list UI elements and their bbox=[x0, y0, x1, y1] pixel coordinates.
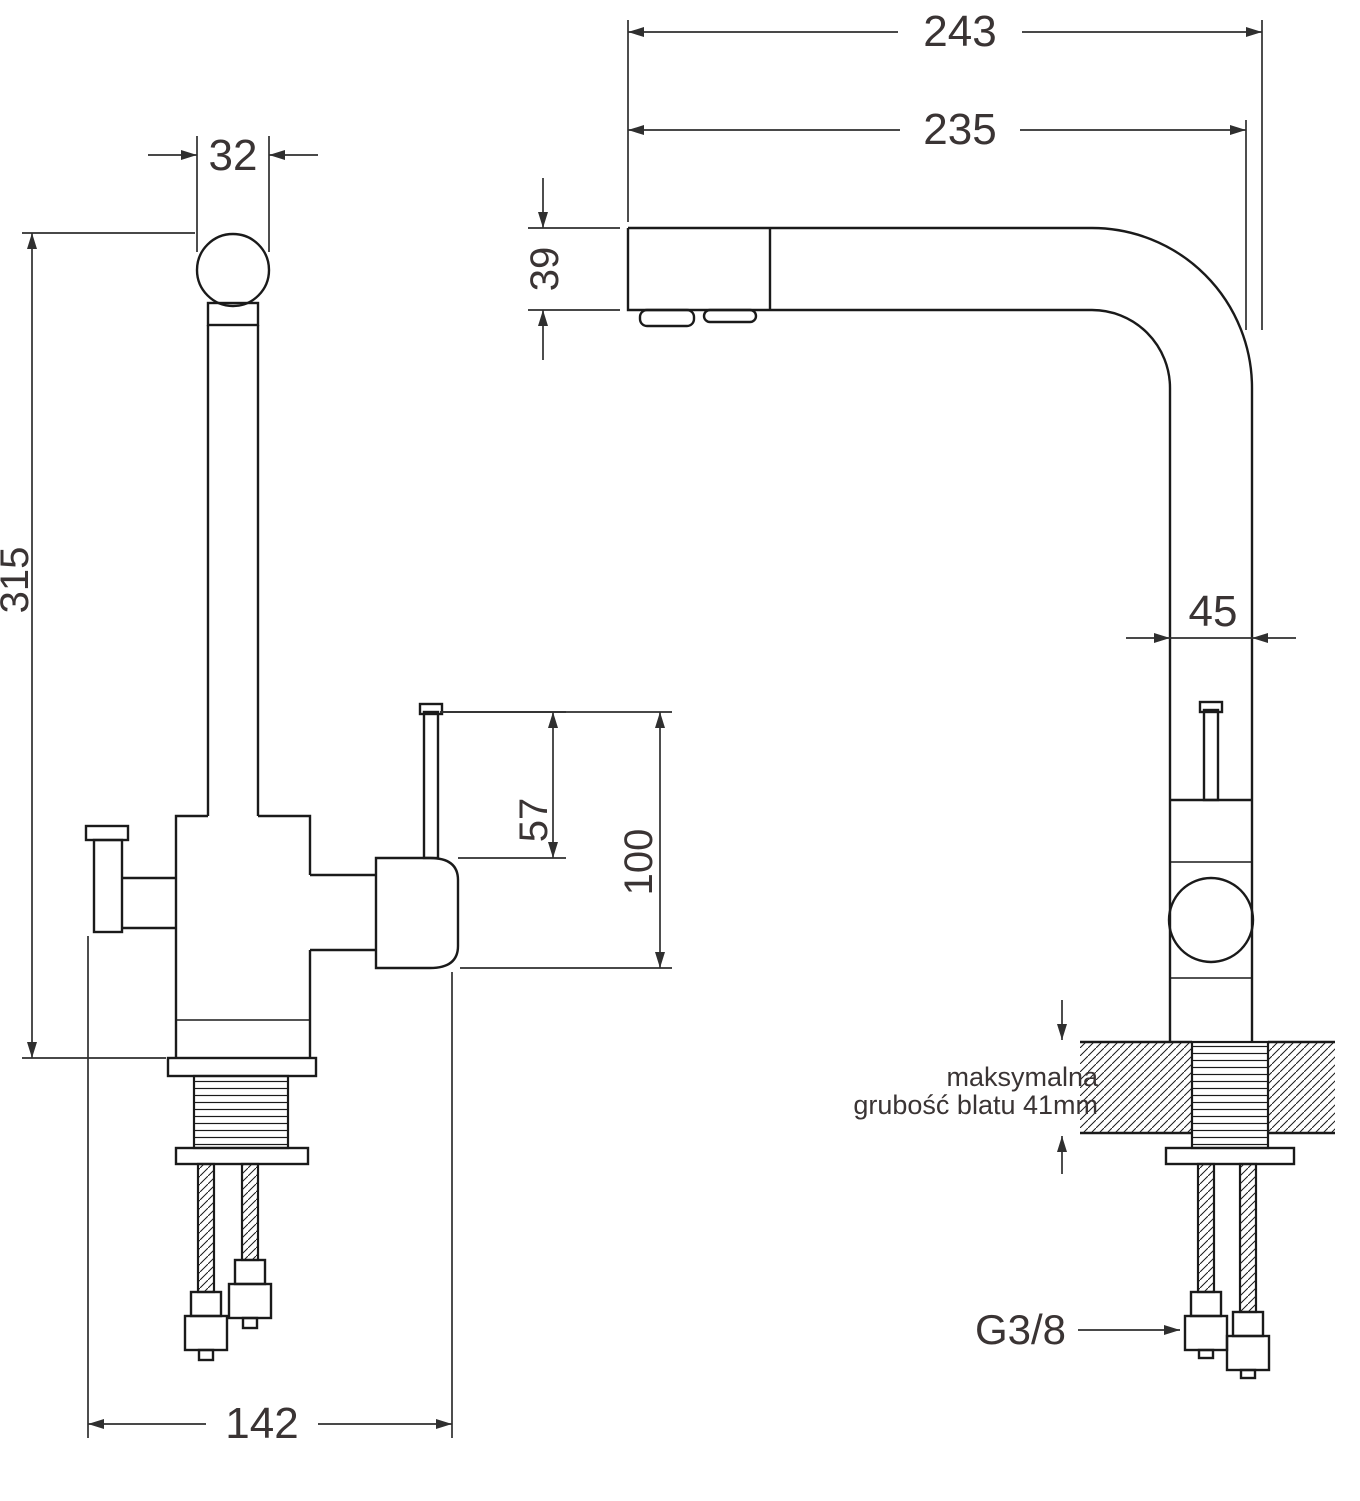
counter-note-line1: maksymalna bbox=[946, 1062, 1099, 1092]
extension-lines-243 bbox=[627, 20, 1263, 330]
aerator-block bbox=[206, 301, 260, 327]
hose-fitting-right bbox=[233, 1258, 267, 1286]
dim-label-body-height: 100 bbox=[617, 829, 661, 896]
dimension-column-width: 45 bbox=[1126, 587, 1296, 643]
hose-nut-left bbox=[183, 1314, 229, 1352]
threaded-shank bbox=[192, 1074, 290, 1150]
hose-fitting-b bbox=[1231, 1310, 1265, 1338]
hose-nipple-left bbox=[197, 1348, 215, 1362]
supply-hose-a bbox=[1196, 1162, 1216, 1294]
dimension-overall-height: 315 bbox=[0, 232, 195, 1059]
hose-nipple-a bbox=[1197, 1348, 1215, 1360]
mounting-flange bbox=[166, 1056, 318, 1078]
countertop-edges-left bbox=[1080, 1040, 1192, 1135]
dim-label-overall-reach: 243 bbox=[923, 7, 996, 56]
handle-pivot-circle bbox=[1167, 876, 1255, 964]
aerator-front bbox=[638, 308, 696, 328]
side-view-faucet bbox=[626, 226, 1335, 1380]
mixer-lever-rod-cap bbox=[418, 702, 444, 716]
supply-hose-left bbox=[196, 1162, 216, 1294]
threaded-shank-side bbox=[1190, 1040, 1270, 1150]
dimension-overall-reach: 243 bbox=[627, 7, 1263, 330]
supply-hose-b bbox=[1238, 1162, 1258, 1314]
hose-nipple-b bbox=[1239, 1368, 1257, 1380]
filter-lever-cap bbox=[84, 824, 130, 842]
countertop-edges-right bbox=[1268, 1040, 1335, 1135]
faucet-body bbox=[174, 814, 312, 1058]
filter-lever-arm bbox=[122, 876, 176, 930]
shank-nut bbox=[174, 1146, 310, 1166]
aerator-rear bbox=[702, 308, 758, 324]
hose-nut-b bbox=[1225, 1334, 1271, 1372]
dimension-body-height: 100 bbox=[440, 711, 672, 969]
hose-fitting-left bbox=[189, 1290, 223, 1318]
dim-label-column-width: 45 bbox=[1189, 587, 1238, 636]
hose-nut-right bbox=[227, 1282, 273, 1320]
mixer-lever-rod bbox=[422, 710, 440, 860]
hose-fitting-a bbox=[1189, 1290, 1223, 1318]
front-view-faucet bbox=[84, 232, 460, 1362]
counter-note-line2: grubość blatu 41mm bbox=[853, 1090, 1098, 1120]
spout-head-circle bbox=[195, 232, 271, 308]
countertop-hatch-left bbox=[1080, 1042, 1192, 1133]
shank-washer-side bbox=[1164, 1146, 1296, 1166]
extension-lines-100 bbox=[440, 711, 672, 969]
hose-nut-a bbox=[1183, 1314, 1229, 1352]
dim-label-overall-height: 315 bbox=[0, 547, 37, 614]
dim-label-lever-height: 57 bbox=[512, 798, 556, 843]
spout-outer-contour bbox=[628, 226, 1254, 1042]
dim-label-base-width: 142 bbox=[225, 1399, 298, 1448]
supply-hose-right bbox=[240, 1162, 260, 1262]
extension-lines-315 bbox=[22, 232, 195, 1059]
thread-callout: G3/8 bbox=[975, 1306, 1180, 1353]
countertop-section bbox=[1080, 1040, 1335, 1135]
riser-pipe bbox=[206, 325, 260, 816]
side-lever-rod-cap bbox=[1198, 700, 1224, 714]
dimension-spout-height: 39 bbox=[523, 178, 620, 360]
dimension-counter-thickness: maksymalna grubość blatu 41mm bbox=[853, 1000, 1099, 1174]
spout-inner-contour bbox=[626, 228, 1172, 1042]
dimension-lever-height: 57 bbox=[440, 711, 566, 859]
dimension-spout-head-width: 32 bbox=[148, 131, 318, 252]
countertop-hatch-right bbox=[1268, 1042, 1335, 1133]
side-lever-rod bbox=[1202, 708, 1220, 802]
dim-label-spout-height: 39 bbox=[523, 247, 567, 292]
extension-lines-142 bbox=[87, 936, 453, 1438]
dimension-spout-reach: 235 bbox=[628, 105, 1247, 330]
thread-size-label: G3/8 bbox=[975, 1306, 1066, 1353]
dim-label-spout-reach: 235 bbox=[923, 105, 996, 154]
filter-lever-knob bbox=[92, 838, 124, 934]
mixer-housing bbox=[374, 856, 460, 970]
dim-label-spout-head-width: 32 bbox=[209, 131, 258, 180]
dimension-base-width: 142 bbox=[87, 936, 453, 1448]
hose-nipple-right bbox=[241, 1316, 259, 1330]
housing-neck bbox=[310, 873, 376, 952]
